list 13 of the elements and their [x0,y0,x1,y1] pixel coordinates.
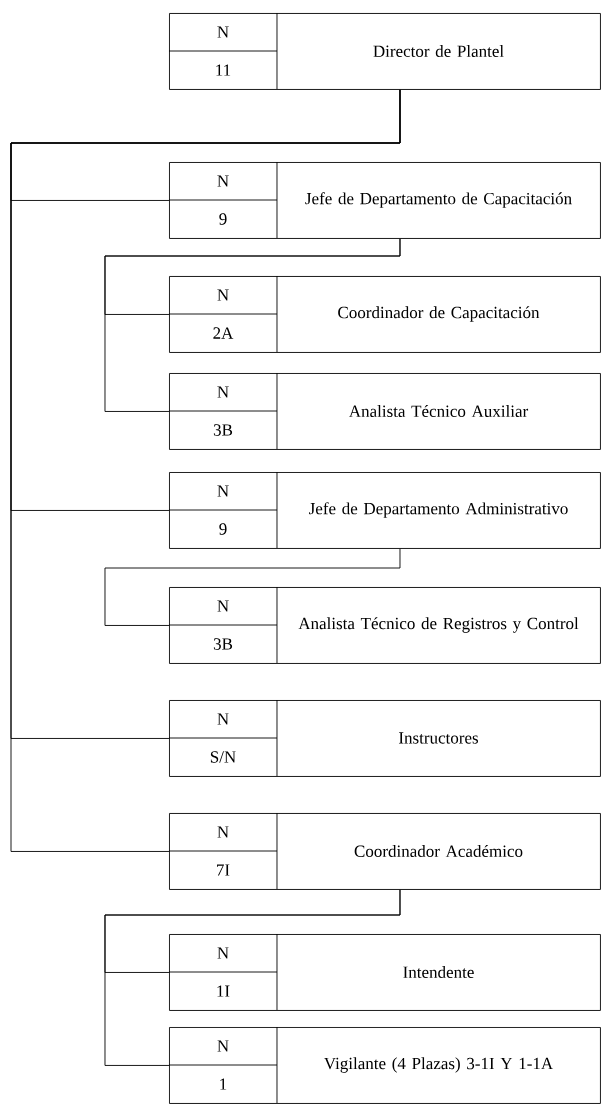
position-box: N 1I Intendente [168,933,601,1011]
position-box: N 7I Coordinador Académico [168,812,601,890]
position-box: N 11 Director de Plantel [168,12,601,90]
position-box: N 3B Analista Técnico de Registros y Control [168,586,601,664]
connector-line [104,889,401,1066]
position-box: N S/N Instructores [168,699,601,777]
position-box: N 2A Coordinador de Capacitación [168,275,601,353]
position-box: N 3B Analista Técnico Auxiliar [168,372,601,450]
position-box: N 9 Jefe de Departamento Administrativo [168,471,601,549]
position-box: N 9 Jefe de Departamento de Capacitación [168,161,601,239]
position-box: N 1 Vigilante (4 Plazas) 3-1I Y 1-1A [168,1026,601,1104]
connector-line [104,548,401,626]
connector-line [104,238,401,412]
